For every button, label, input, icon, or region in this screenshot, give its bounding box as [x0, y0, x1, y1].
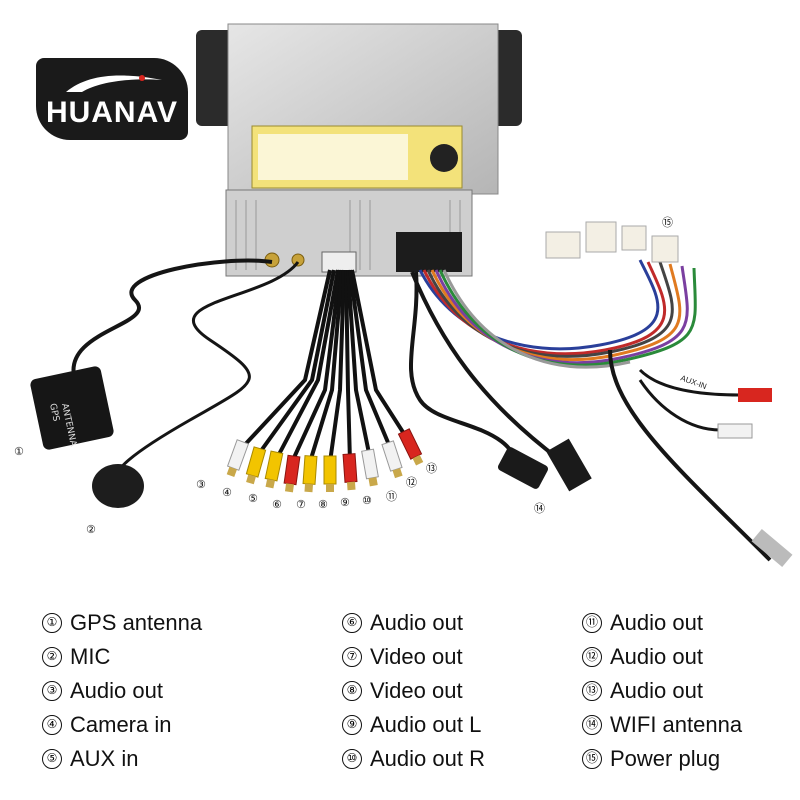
aux-text: AUX-IN	[679, 373, 708, 391]
callouts: ① ② ③ ④ ⑤ ⑥ ⑦ ⑧ ⑨ ⑩ ⑪ ⑫ ⑬ ⑭ ⑮	[14, 216, 673, 536]
callout-10: ⑩	[362, 494, 372, 507]
legend-item: ⑮ Power plug	[582, 742, 742, 776]
huanav-logo: HUANAV	[36, 58, 188, 140]
legend-item: ⑧ Video out	[342, 674, 485, 708]
legend-number: ⑪	[582, 613, 602, 633]
legend-label: Audio out	[610, 644, 703, 669]
legend-label: WIFI antenna	[610, 712, 743, 737]
legend-label: Video out	[370, 644, 463, 669]
callout-9: ⑨	[340, 496, 350, 509]
legend-item: ⑨ Audio out L	[342, 708, 485, 742]
legend-label: Video out	[370, 678, 463, 703]
legend-label: Audio out	[70, 678, 163, 703]
legend-number: ⑮	[582, 749, 602, 769]
head-unit	[196, 23, 522, 277]
legend-number: ⑫	[582, 647, 602, 667]
legend-item: ⑩ Audio out R	[342, 742, 485, 776]
callout-1: ①	[14, 445, 24, 458]
legend-label: Camera in	[70, 712, 172, 737]
legend-column-3: ⑪ Audio out ⑫ Audio out ⑬ Audio out ⑭ WIFI a…	[582, 606, 742, 776]
wire-harness	[408, 259, 772, 562]
callout-13: ⑬	[426, 462, 437, 475]
legend-item: ① GPS antenna	[42, 606, 202, 640]
legend-number: ⑤	[42, 749, 62, 769]
wifi-antenna	[497, 438, 592, 492]
rca-bundle	[238, 269, 410, 463]
legend-column-2: ⑥ Audio out ⑦ Video out ⑧ Video out ⑨ Audio …	[342, 606, 485, 776]
legend-label: Audio out L	[370, 712, 482, 737]
mic	[92, 261, 300, 508]
legend-label: Audio out R	[370, 746, 485, 771]
callout-8: ⑧	[318, 498, 328, 511]
legend-number: ⑩	[342, 749, 362, 769]
callout-4: ④	[222, 486, 232, 499]
callout-6: ⑥	[272, 498, 282, 511]
legend-label: Audio out	[610, 678, 703, 703]
legend-number: ⑧	[342, 681, 362, 701]
gps-antenna: ANTENNA GPS	[30, 258, 273, 450]
legend-number: ⑦	[342, 647, 362, 667]
radio-antenna-plug	[751, 529, 793, 567]
legend-label: Audio out	[370, 610, 463, 635]
legend-item: ⑪ Audio out	[582, 606, 742, 640]
legend-number: ⑥	[342, 613, 362, 633]
legend-number: ⑬	[582, 681, 602, 701]
callout-5: ⑤	[248, 492, 258, 505]
legend-item: ⑥ Audio out	[342, 606, 485, 640]
legend-item: ③ Audio out	[42, 674, 202, 708]
callout-2: ②	[86, 523, 96, 536]
legend-item: ⑦ Video out	[342, 640, 485, 674]
diagram-svg: ANTENNA GPS	[14, 23, 793, 567]
logo-text: HUANAV	[45, 96, 179, 129]
car-silhouette-icon	[66, 75, 162, 92]
callout-3: ③	[196, 478, 206, 491]
legend-item: ⑤ AUX in	[42, 742, 202, 776]
legend-number: ①	[42, 613, 62, 633]
power-plugs	[545, 221, 679, 263]
legend-label: AUX in	[70, 746, 139, 771]
legend-number: ⑭	[582, 715, 602, 735]
callout-14: ⑭	[534, 502, 545, 515]
rca-plugs	[226, 428, 424, 493]
callout-11: ⑪	[386, 490, 397, 503]
legend-label: Audio out	[610, 610, 703, 635]
wiring-diagram: ANTENNA GPS	[14, 23, 793, 567]
legend-item: ④ Camera in	[42, 708, 202, 742]
gps-text: GPS	[47, 403, 61, 423]
legend-number: ③	[42, 681, 62, 701]
legend-number: ②	[42, 647, 62, 667]
legend-item: ② MIC	[42, 640, 202, 674]
legend-label: MIC	[70, 644, 111, 669]
legend-item: ⑭ WIFI antenna	[582, 708, 742, 742]
legend-number: ⑨	[342, 715, 362, 735]
legend-item: ⑬ Audio out	[582, 674, 742, 708]
legend-item: ⑫ Audio out	[582, 640, 742, 674]
callout-7: ⑦	[296, 498, 306, 511]
aux-plugs: AUX-IN	[679, 373, 772, 439]
legend-label: GPS antenna	[70, 610, 203, 635]
callout-12: ⑫	[406, 476, 417, 489]
legend-number: ④	[42, 715, 62, 735]
callout-15: ⑮	[662, 216, 673, 229]
legend-label: Power plug	[610, 746, 721, 771]
